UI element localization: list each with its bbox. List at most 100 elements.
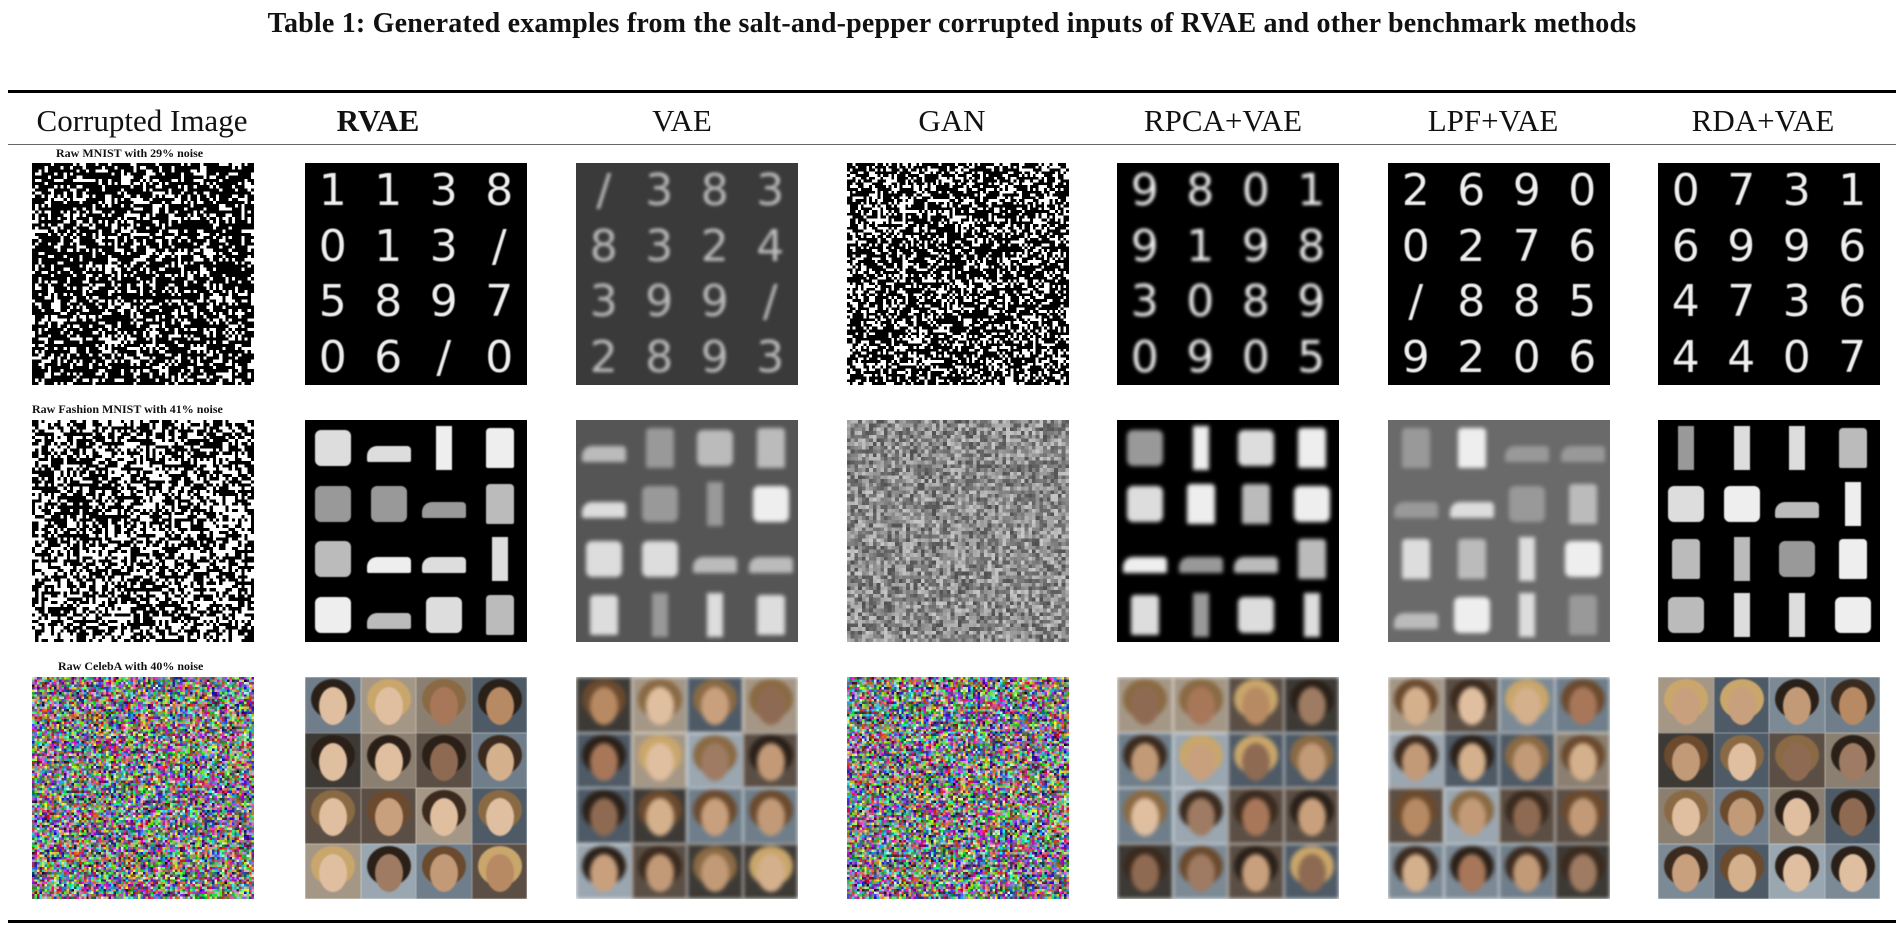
digit-tile: 8 bbox=[700, 165, 729, 216]
digit-tile: 8 bbox=[1297, 220, 1326, 272]
digit-tile: 9 bbox=[1297, 276, 1326, 327]
garment-tile bbox=[743, 420, 799, 476]
digit-tile: 8 bbox=[1186, 165, 1215, 216]
garment-tile bbox=[305, 476, 361, 532]
digit-tile: 7 bbox=[1727, 165, 1756, 216]
digit-tile: 0 bbox=[1512, 331, 1541, 383]
face-tile bbox=[416, 677, 472, 733]
digit-tile: 9 bbox=[1186, 331, 1215, 383]
digit-tile: 1 bbox=[1838, 165, 1867, 216]
garment-tile bbox=[576, 587, 632, 643]
digit-tile: 2 bbox=[700, 220, 729, 272]
face-tile bbox=[1283, 677, 1339, 733]
garment-tile bbox=[1228, 531, 1284, 587]
garment-tile bbox=[1117, 531, 1173, 587]
garment-tile bbox=[472, 531, 528, 587]
garment-tile bbox=[1173, 476, 1229, 532]
digit-tile: 0 bbox=[1241, 165, 1270, 216]
face-tile bbox=[1499, 732, 1555, 788]
garment-tile bbox=[416, 420, 472, 476]
column-header-lpf-vae: LPF+VAE bbox=[1427, 103, 1559, 138]
face-tile bbox=[305, 788, 361, 844]
garment-tile bbox=[1228, 420, 1284, 476]
face-tile bbox=[1388, 677, 1444, 733]
digit-tile: 9 bbox=[1512, 165, 1541, 216]
digit-tile: 8 bbox=[374, 276, 403, 327]
face-tile bbox=[1769, 788, 1825, 844]
face-tile bbox=[1172, 732, 1228, 788]
digit-tile: 0 bbox=[1401, 220, 1430, 272]
row-label-celeba: Raw CelebA with 40% noise bbox=[58, 659, 204, 673]
digit-tile: 7 bbox=[1512, 220, 1541, 272]
face-tile bbox=[1388, 732, 1444, 788]
panel-celeba-vae bbox=[576, 677, 798, 899]
garment-tile bbox=[1284, 587, 1340, 643]
digit-tile: 6 bbox=[1838, 276, 1867, 327]
garment-tile bbox=[1769, 531, 1825, 587]
garment-tile bbox=[1173, 531, 1229, 587]
face-tile bbox=[1554, 732, 1610, 788]
panel-mnist-gan bbox=[847, 163, 1069, 385]
panel-celeba-rda bbox=[1658, 677, 1880, 899]
face-tile bbox=[631, 843, 687, 899]
garment-tile bbox=[1444, 420, 1500, 476]
digit-tile: 9 bbox=[1130, 165, 1159, 216]
face-tile bbox=[360, 677, 416, 733]
digit-tile: 8 bbox=[1512, 276, 1541, 327]
digit-tile: 3 bbox=[429, 220, 458, 272]
face-tile bbox=[742, 732, 798, 788]
face-tile bbox=[1228, 788, 1284, 844]
digit-tile: 0 bbox=[318, 331, 347, 383]
digit-tile: 2 bbox=[1457, 331, 1486, 383]
garment-tile bbox=[1388, 587, 1444, 643]
column-header-gan: GAN bbox=[918, 103, 986, 138]
digit-tile: 7 bbox=[1838, 331, 1867, 383]
garment-tile bbox=[1444, 531, 1500, 587]
digit-tile: 0 bbox=[1782, 331, 1811, 383]
column-header-vae: VAE bbox=[652, 103, 712, 138]
digit-tile: 0 bbox=[318, 220, 347, 272]
face-tile bbox=[1824, 843, 1880, 899]
digit-tile: 1 bbox=[318, 165, 347, 216]
face-tile bbox=[1824, 732, 1880, 788]
digit-tile: / bbox=[491, 220, 507, 272]
digit-tile: 8 bbox=[645, 331, 674, 383]
face-tile bbox=[360, 788, 416, 844]
face-tile bbox=[1172, 788, 1228, 844]
digit-tile: 9 bbox=[700, 331, 729, 383]
panel-celeba-rvae bbox=[305, 677, 527, 899]
digit-tile: 9 bbox=[1401, 331, 1430, 383]
digit-tile: 1 bbox=[1186, 220, 1215, 272]
garment-tile bbox=[1444, 476, 1500, 532]
garment-tile bbox=[1825, 531, 1881, 587]
face-tile bbox=[1499, 677, 1555, 733]
panel-fashion-rvae bbox=[305, 420, 527, 642]
garment-tile bbox=[632, 531, 688, 587]
face-tile bbox=[576, 788, 632, 844]
digit-tile: / bbox=[596, 165, 612, 216]
face-tile bbox=[416, 843, 472, 899]
garment-tile bbox=[576, 420, 632, 476]
face-tile bbox=[1554, 677, 1610, 733]
digit-tile: 0 bbox=[1186, 276, 1215, 327]
column-header-rpca-vae: RPCA+VAE bbox=[1143, 103, 1303, 138]
face-tile bbox=[687, 843, 743, 899]
digit-tile: 9 bbox=[429, 276, 458, 327]
face-tile bbox=[1117, 843, 1173, 899]
column-header-corrupted: Corrupted Image bbox=[36, 103, 248, 138]
face-tile bbox=[1117, 677, 1173, 733]
garment-tile bbox=[1555, 531, 1611, 587]
face-tile bbox=[471, 732, 527, 788]
digit-tile: 6 bbox=[1838, 220, 1867, 272]
garment-tile bbox=[1284, 531, 1340, 587]
garment-tile bbox=[1555, 476, 1611, 532]
garment-tile bbox=[1117, 420, 1173, 476]
face-tile bbox=[1824, 788, 1880, 844]
face-tile bbox=[1443, 788, 1499, 844]
face-tile bbox=[687, 732, 743, 788]
table-caption: Table 1: Generated examples from the sal… bbox=[267, 8, 1637, 39]
garment-tile bbox=[472, 420, 528, 476]
digit-tile: 4 bbox=[756, 220, 785, 272]
panel-mnist-corrupted bbox=[32, 163, 254, 385]
garment-tile bbox=[1658, 531, 1714, 587]
